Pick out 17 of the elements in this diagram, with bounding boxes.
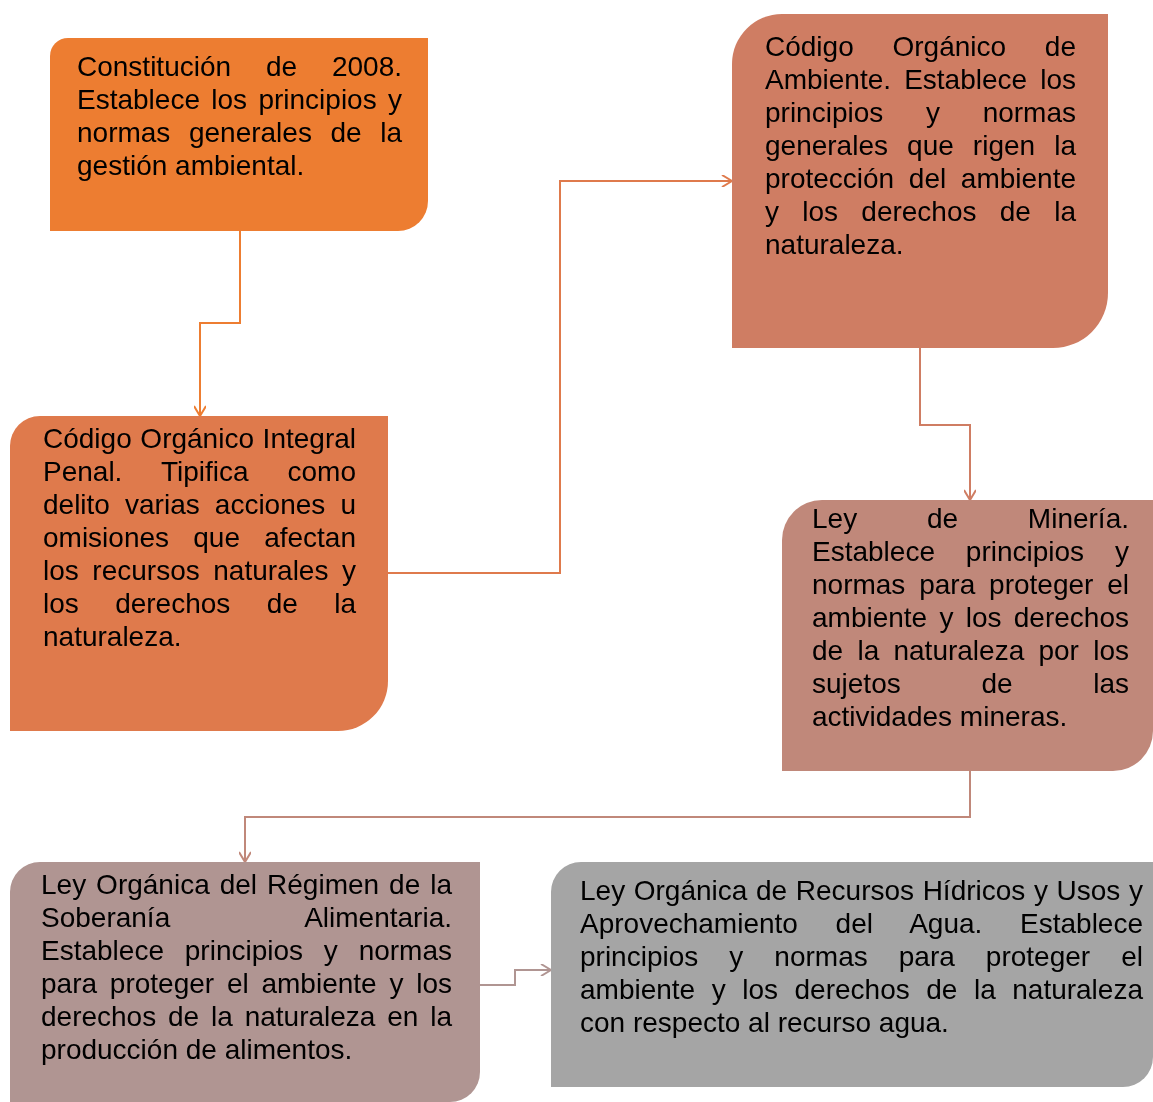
arrow [238,770,971,863]
arrow [919,347,977,501]
box-text: Ley de Minería. Establece principios y normas para proteger el ambiente y los derechos de la naturaleza por los sujetos de las actividades mineras. [812,502,1129,733]
text-box [551,862,1153,1087]
box-text: Código Orgánico Integral Penal. Tipifica como delito varias acciones u omisiones que afectan los recursos naturales y los derechos de la naturaleza. [43,422,356,653]
box-text: Ley Orgánica de Recursos Hídricos y Usos y Aprovechamiento del Agua. Establece principios y normas para proteger el ambiente y los derechos de la naturaleza con respecto al recurso agua. [580,874,1143,1039]
text-box [50,38,428,231]
box-text: Constitución de 2008. Establece los principios y normas generales de la gestión ambiental. [77,50,402,182]
box-text: Código Orgánico de Ambiente. Establece los principios y normas generales que rigen la protección del ambiente y los derechos de la naturaleza. [765,30,1076,261]
text-box [782,500,1153,771]
text-box [10,416,388,731]
arrow [479,963,552,986]
box-text: Ley Orgánica del Régimen de la Soberanía Alimentaria. Establece principios y normas para proteger el ambiente y los derechos de la naturaleza en la producción de alimentos. [41,868,452,1066]
text-box [10,862,480,1102]
arrow [193,230,241,417]
arrow [387,174,733,574]
text-box [732,14,1108,348]
